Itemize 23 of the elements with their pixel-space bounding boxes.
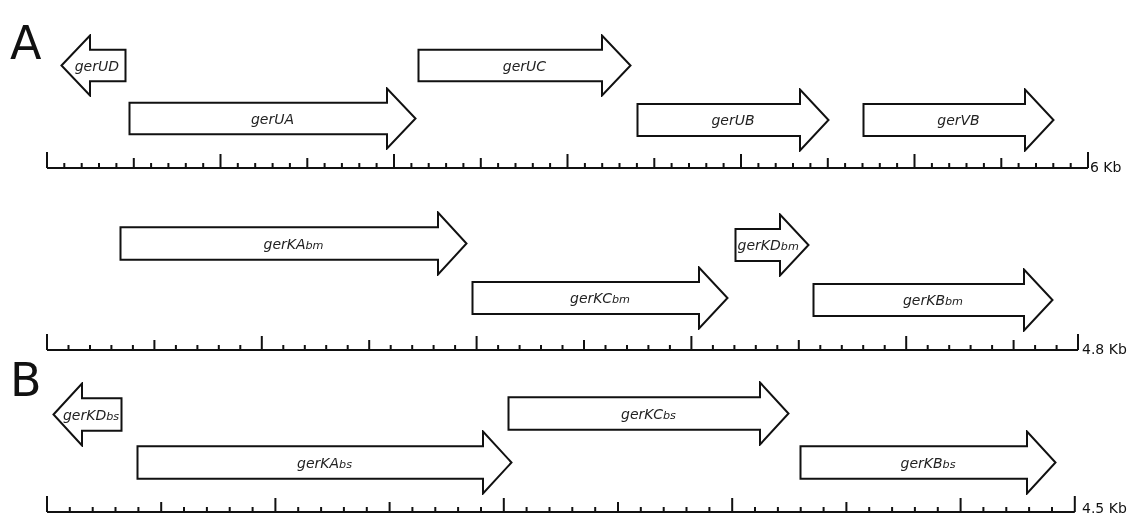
- gene-block: [507, 381, 790, 446]
- gene-block: [734, 213, 810, 277]
- panel-letter: B: [10, 357, 42, 403]
- gene-block: [136, 430, 513, 495]
- gene-block: [471, 266, 729, 330]
- gene-block: [636, 88, 830, 152]
- scale-length: 4.8 Kb: [1082, 342, 1127, 356]
- gene-name: gerUC: [502, 58, 547, 73]
- gene-block: [52, 382, 123, 447]
- gene-name: gerVB: [937, 113, 980, 127]
- gene-name: gerUB: [711, 113, 755, 127]
- scale-length: 4.5 Kb: [1082, 501, 1127, 514]
- gene-block: [862, 88, 1055, 152]
- gene-name: gerUD: [74, 58, 119, 73]
- gene-block: [417, 34, 632, 97]
- scale-length: 6 Kb: [1090, 160, 1122, 174]
- gene-block: [128, 87, 417, 150]
- gene-block: [799, 430, 1057, 495]
- gene-block: [119, 211, 468, 276]
- gene-name: gerUA: [250, 111, 295, 126]
- panel-letter: A: [10, 20, 42, 66]
- gene-block: [812, 268, 1054, 332]
- gene-block: [60, 34, 127, 97]
